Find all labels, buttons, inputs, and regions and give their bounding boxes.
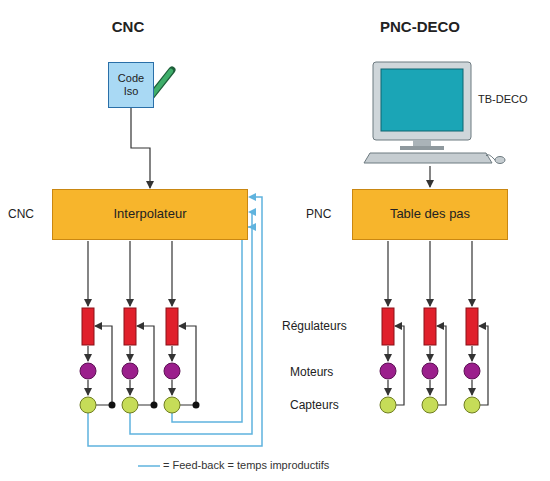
feedback-arrowheads xyxy=(248,193,256,231)
side-label: PNC xyxy=(306,207,331,221)
title-heading: CNC xyxy=(112,18,145,35)
arrow xyxy=(429,166,430,187)
process-box: Interpolateur xyxy=(52,189,248,240)
side-label: CNC xyxy=(8,207,34,221)
process-box: Table des pas xyxy=(352,189,508,240)
axis-chains xyxy=(80,241,488,413)
row-label: Moteurs xyxy=(290,365,333,379)
legend-line xyxy=(138,465,160,467)
legend-row: = Feed-back = temps improductifs xyxy=(163,459,329,471)
computer-icon xyxy=(364,62,505,164)
node-text: Table des pas xyxy=(390,207,470,222)
connector-arrow xyxy=(131,108,150,188)
side-label: TB-DECO xyxy=(478,93,528,105)
legend-text: = Feed-back = temps improductifs xyxy=(163,459,329,471)
title-heading: PNC-DECO xyxy=(380,18,460,35)
row-label: Capteurs xyxy=(290,398,339,412)
document-box: Code Iso xyxy=(108,62,154,108)
node-text: Code Iso xyxy=(111,72,151,97)
node-text: Interpolateur xyxy=(114,207,187,222)
row-label: Régulateurs xyxy=(282,319,347,333)
